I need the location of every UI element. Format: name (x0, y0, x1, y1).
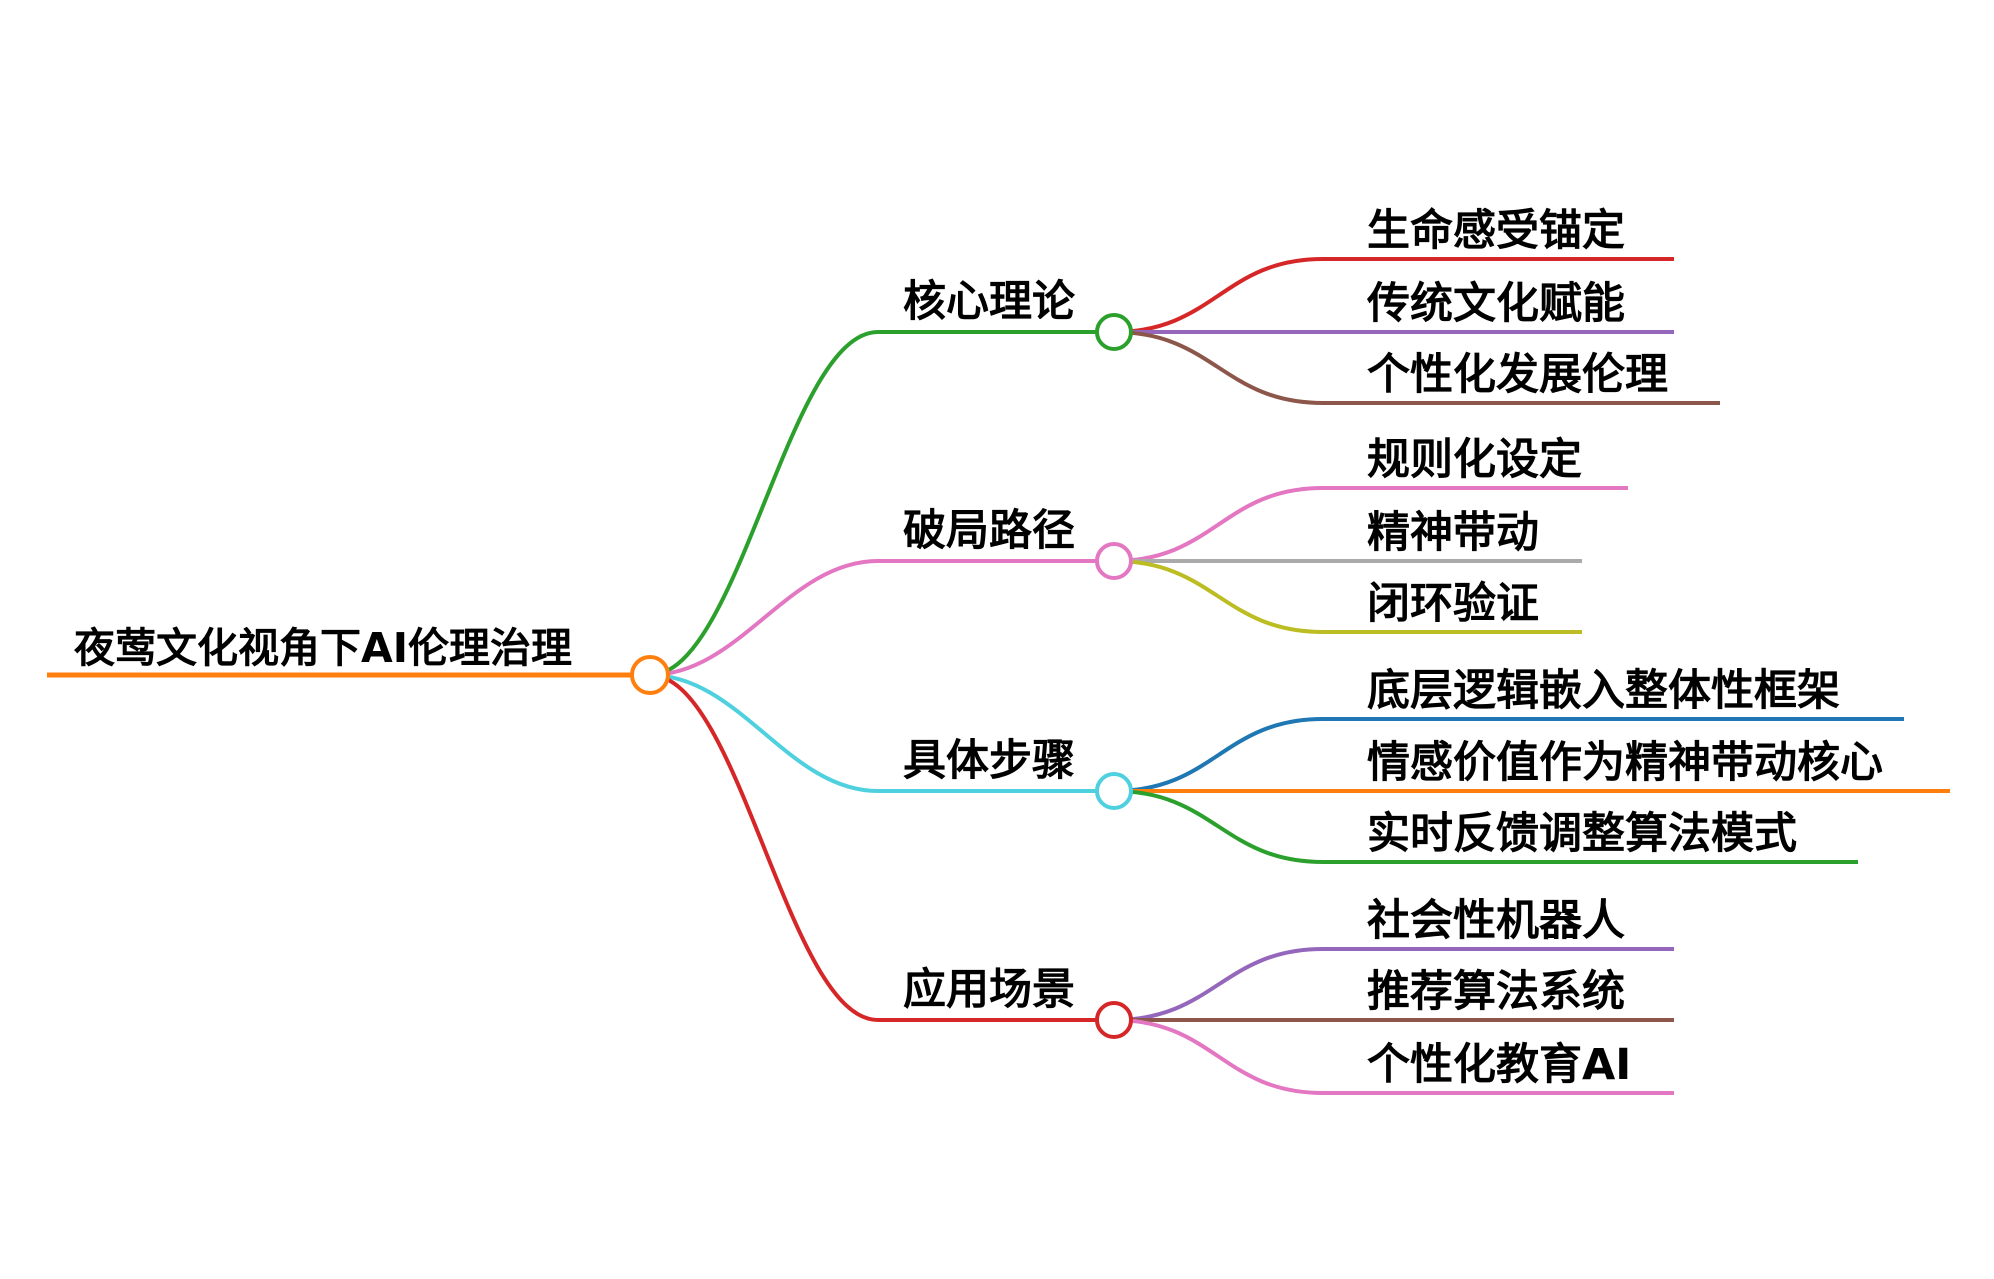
leaf-label: 个性化教育AI (1367, 1040, 1631, 1090)
branch-node-circle (1095, 1001, 1133, 1039)
leaf-label: 个性化发展伦理 (1367, 350, 1668, 400)
leaf-connector (1113, 789, 1858, 864)
branch-connector (649, 673, 1114, 793)
leaf-label: 规则化设定 (1367, 435, 1582, 485)
root-label: 夜莺文化视角下AI伦理治理 (73, 624, 572, 672)
branch-label: 具体步骤 (903, 736, 1075, 786)
leaf-label: 生命感受锚定 (1367, 206, 1625, 256)
branch-node-circle (1095, 542, 1133, 580)
leaf-label: 精神带动 (1367, 508, 1539, 558)
leaf-label: 传统文化赋能 (1366, 279, 1625, 329)
branch-connector (649, 559, 1114, 677)
leaf-connector (1113, 1018, 1674, 1095)
leaf-label: 底层逻辑嵌入整体性框架 (1367, 666, 1840, 716)
leaf-label: 推荐算法系统 (1367, 967, 1625, 1017)
leaf-connector (1113, 257, 1674, 334)
root-node-circle (630, 655, 670, 695)
branch-node-circle (1095, 313, 1133, 351)
leaf-connector (1113, 330, 1720, 405)
branch-connector (649, 330, 1114, 677)
branch-label: 应用场景 (903, 965, 1075, 1015)
leaf-label: 实时反馈调整算法模式 (1367, 809, 1797, 859)
leaf-connector (1113, 947, 1674, 1022)
leaf-connector (1113, 486, 1628, 563)
leaf-connector (1113, 559, 1582, 634)
leaf-label: 情感价值作为精神带动核心 (1367, 738, 1883, 788)
leaf-label: 社会性机器人 (1367, 896, 1625, 946)
branch-connector (649, 673, 1114, 1022)
leaf-label: 闭环验证 (1367, 579, 1539, 629)
branch-label: 破局路径 (903, 506, 1075, 556)
leaf-connector (1113, 717, 1904, 793)
branch-node-circle (1095, 772, 1133, 810)
branch-label: 核心理论 (903, 277, 1076, 327)
